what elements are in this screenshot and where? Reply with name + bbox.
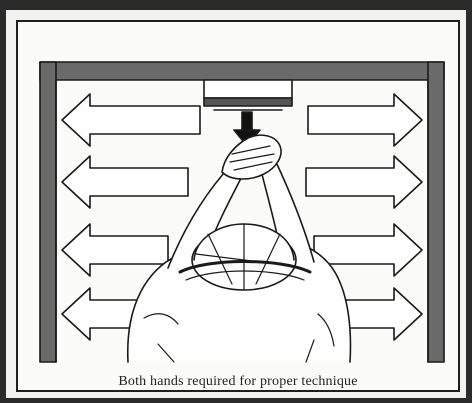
instruction-illustration: [18, 22, 462, 394]
right-arrow-icon: [306, 156, 422, 208]
caption: Both hands required for proper technique: [18, 374, 458, 390]
pressure-plate: [204, 80, 292, 110]
left-arrow-icon: [62, 94, 200, 146]
right-arrow-icon: [308, 94, 422, 146]
scanned-page: Both hands required for proper technique: [6, 10, 466, 398]
left-arrow-icon: [62, 156, 188, 208]
illustration-panel: Both hands required for proper technique: [16, 20, 460, 392]
left-arrow-icon: [62, 224, 168, 276]
